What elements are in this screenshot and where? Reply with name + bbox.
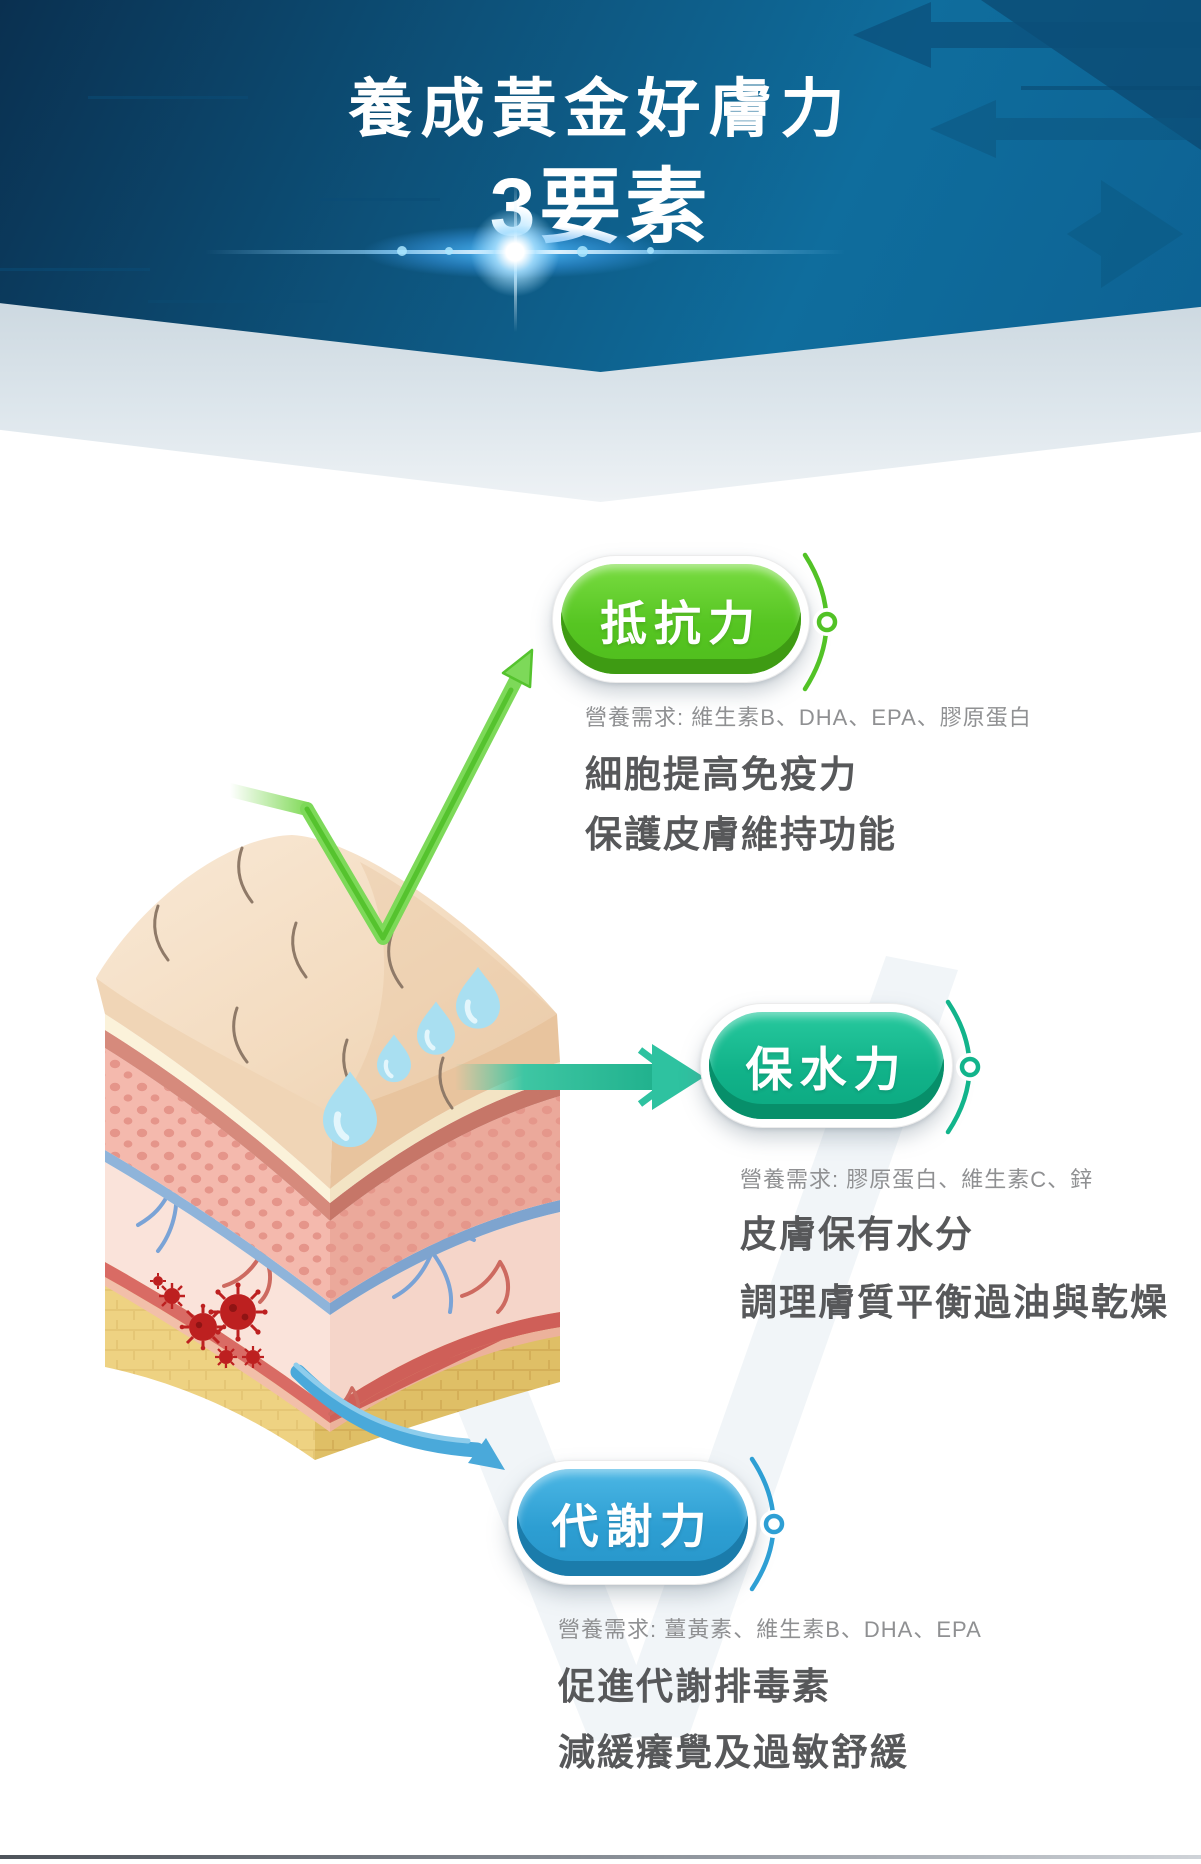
badge-hydration-label: 保水力 — [709, 1012, 944, 1119]
bounce-arrow-icon — [223, 648, 534, 945]
bracket-accent-icon — [749, 1456, 788, 1592]
page-title: 養成黃金好膚力 — [348, 73, 853, 145]
hydration-needs-text: 營養需求: 膠原蛋白、維生素C、鋅 — [740, 1167, 1094, 1192]
water-drops — [323, 967, 500, 1148]
metabolism-desc-line1: 促進代謝排毒素 — [558, 1666, 831, 1707]
badge-metabolism: 代謝力 — [508, 1460, 757, 1585]
skin-layers-illustration — [96, 835, 560, 1460]
red-vessel-branch — [460, 1260, 510, 1314]
header-deco-line — [320, 198, 440, 201]
bracket-accent-icon — [802, 552, 841, 692]
skin-blue-vessel-line — [105, 1150, 330, 1315]
bracket-accent-icon — [945, 999, 984, 1135]
resistance-desc-line2: 保護皮膚維持功能 — [585, 814, 897, 855]
resistance-needs-text: 營養需求: 維生素B、DHA、EPA、膠原蛋白 — [585, 705, 1032, 730]
header-deco-line — [88, 96, 248, 99]
metabolism-desc-line2: 減緩癢覺及過敏舒緩 — [558, 1732, 909, 1773]
metabolism-needs-text: 營養需求: 薑黃素、維生素B、DHA、EPA — [558, 1617, 982, 1642]
resistance-desc-line1: 細胞提高免疫力 — [585, 754, 858, 795]
badge-hydration: 保水力 — [700, 1003, 953, 1128]
hydration-desc-line2: 調理膚質平衡過油與乾燥 — [740, 1282, 1169, 1323]
bottom-divider-bar — [0, 1855, 1201, 1859]
header-deco-line — [148, 300, 328, 303]
badge-metabolism-label: 代謝力 — [517, 1469, 748, 1576]
skin-layer-dermis-dotted — [105, 1048, 560, 1303]
right-arrow-icon — [455, 1044, 704, 1110]
badge-resistance: 抵抗力 — [552, 555, 810, 683]
header-arrows-icon — [853, 0, 1201, 288]
hydration-desc-line1: 皮膚保有水分 — [740, 1214, 974, 1255]
header-deco-line — [0, 268, 150, 271]
swoosh-arrow-icon — [290, 1362, 505, 1470]
header-banner: 養成黃金好膚力 3要素 — [0, 0, 1201, 372]
virus-particles — [150, 1273, 268, 1368]
badge-resistance-label: 抵抗力 — [561, 564, 801, 674]
